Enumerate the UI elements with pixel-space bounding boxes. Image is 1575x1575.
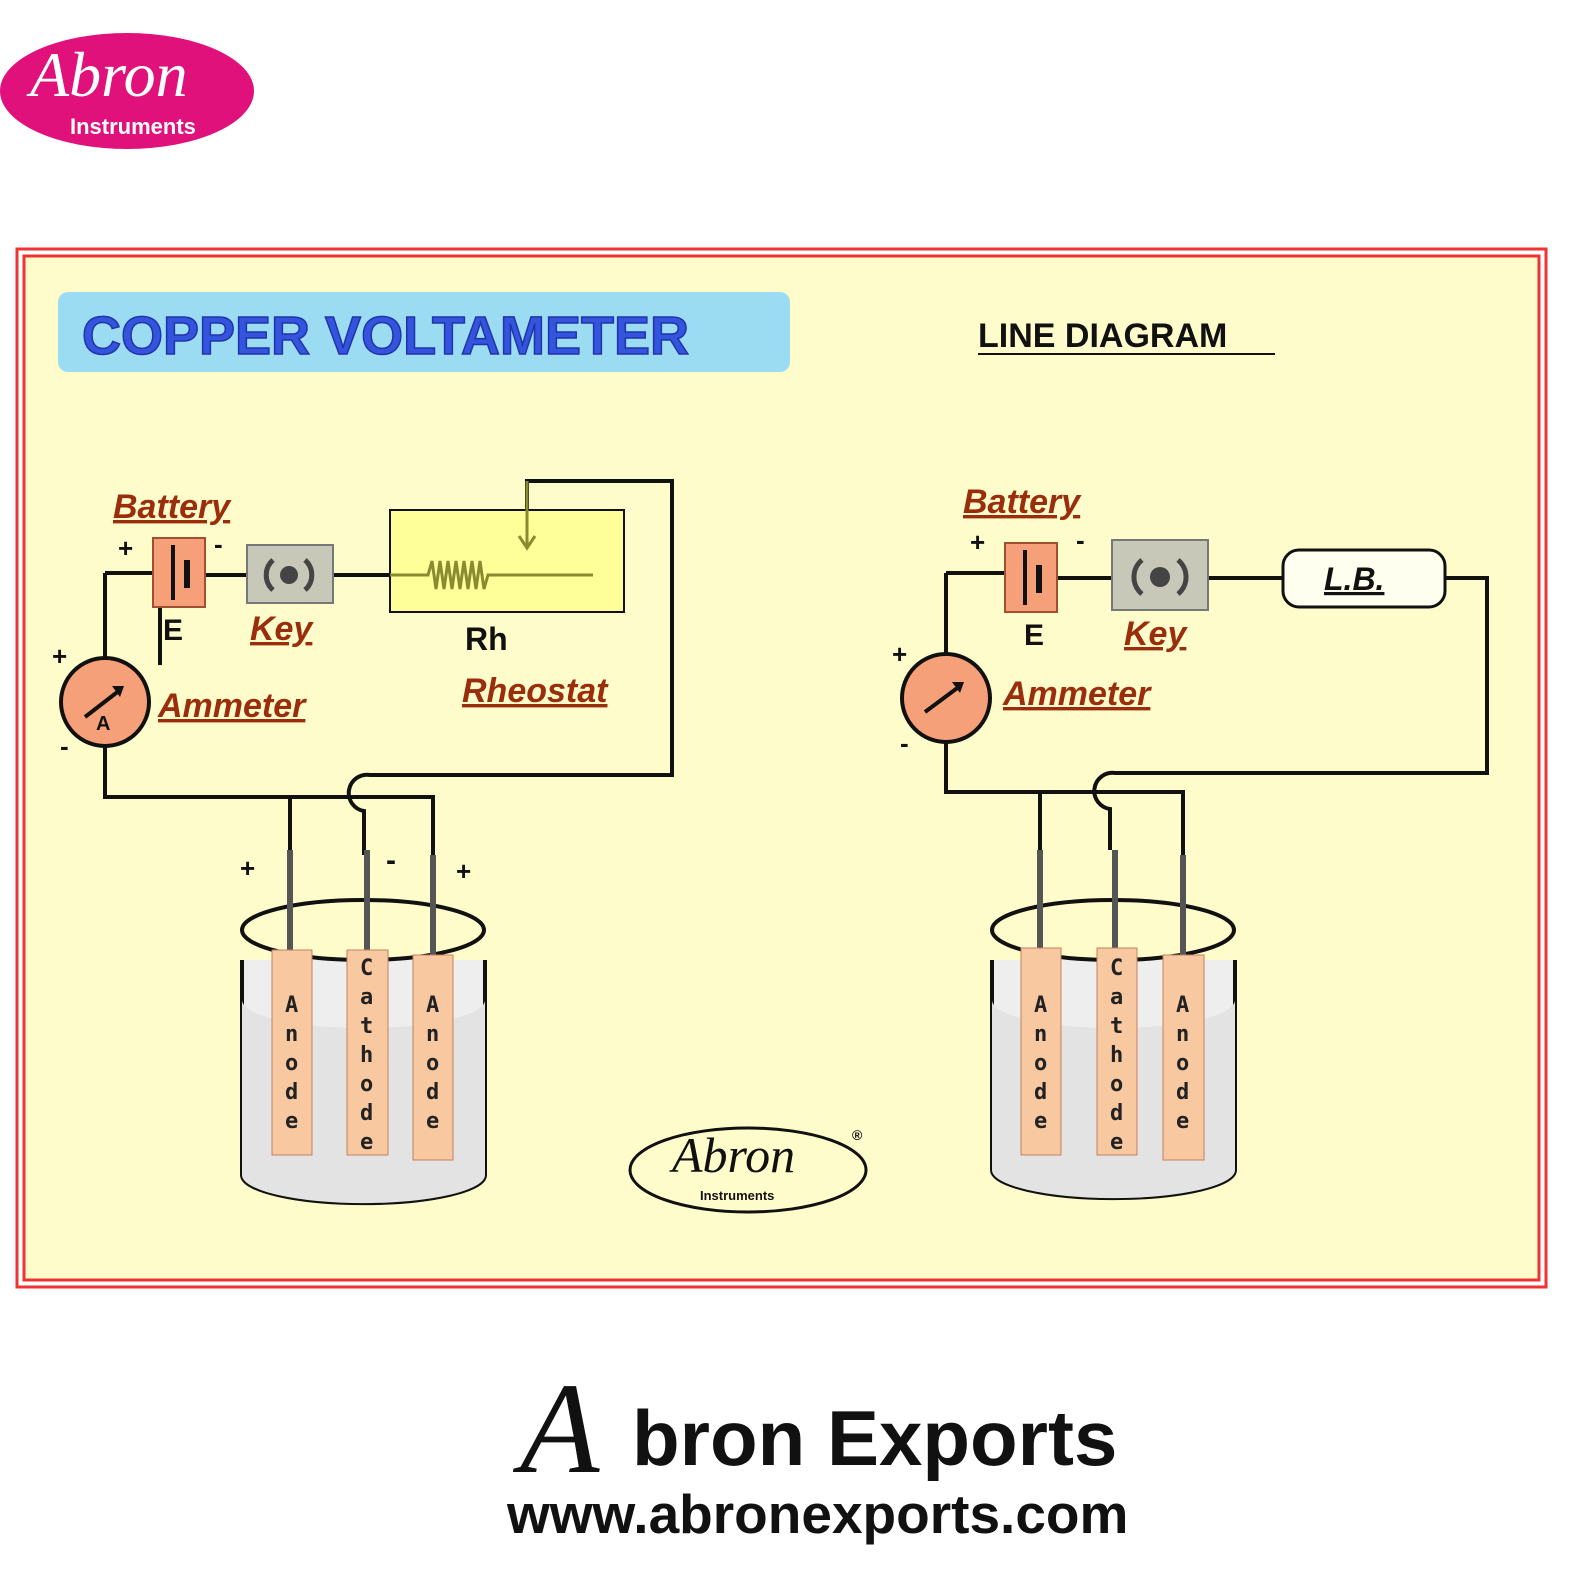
ammeter-symbol: A bbox=[96, 713, 110, 735]
battery-label: Battery bbox=[963, 483, 1082, 521]
footer-brand: bron Exports bbox=[632, 1394, 1117, 1482]
lb-box bbox=[1281, 548, 1447, 609]
ammeter-label: Ammeter bbox=[1002, 675, 1152, 713]
rh-label: Rh bbox=[465, 621, 508, 657]
ammeter-icon bbox=[900, 652, 992, 744]
battery-label: Battery bbox=[113, 488, 232, 526]
watermark-brand: Abron bbox=[669, 1127, 795, 1183]
logo-sub: Instruments bbox=[70, 114, 196, 139]
plus-sign: + bbox=[892, 639, 907, 669]
plus-sign: + bbox=[456, 856, 471, 886]
rheostat-label: Rheostat bbox=[462, 672, 609, 710]
minus-sign: - bbox=[214, 529, 223, 559]
battery-e-label: E bbox=[163, 614, 183, 647]
plus-sign: + bbox=[970, 527, 985, 557]
registered-mark: ® bbox=[852, 1127, 863, 1143]
minus-sign: - bbox=[1076, 525, 1085, 555]
plus-sign: + bbox=[240, 853, 255, 883]
plus-sign: + bbox=[52, 641, 67, 671]
footer-url: www.abronexports.com bbox=[506, 1483, 1128, 1545]
watermark-sub: Instruments bbox=[700, 1188, 774, 1203]
minus-sign: - bbox=[900, 728, 909, 758]
abron-logo: Abron Instruments bbox=[0, 33, 254, 149]
key-label: Key bbox=[1124, 615, 1188, 653]
ammeter-icon: A bbox=[59, 656, 151, 748]
key-icon bbox=[246, 544, 334, 604]
title-box: COPPER VOLTAMETER bbox=[58, 292, 790, 372]
ammeter-label: Ammeter bbox=[157, 687, 307, 725]
logo-brand: Abron bbox=[26, 39, 188, 110]
battery-icon bbox=[1004, 542, 1058, 613]
battery-e-label: E bbox=[1024, 619, 1044, 652]
right-circuit: Battery + - E Key L.B. + - Ammeter bbox=[892, 483, 1489, 1201]
battery-icon bbox=[152, 537, 206, 608]
key-icon bbox=[1111, 539, 1209, 611]
rheostat-icon bbox=[389, 481, 625, 613]
key-label: Key bbox=[250, 610, 314, 648]
left-circuit: Battery + - E Key Rh Rheostat + - A bbox=[52, 479, 674, 1206]
plus-sign: + bbox=[118, 533, 133, 563]
watermark-logo: Abron Instruments ® bbox=[628, 1126, 868, 1214]
lb-label: L.B. bbox=[1324, 561, 1384, 597]
page-title: COPPER VOLTAMETER bbox=[82, 306, 689, 366]
line-diagram-heading: LINE DIAGRAM bbox=[978, 317, 1227, 355]
footer-brand-initial: A bbox=[512, 1357, 600, 1501]
minus-sign: - bbox=[60, 731, 69, 761]
minus-sign: - bbox=[386, 844, 396, 877]
